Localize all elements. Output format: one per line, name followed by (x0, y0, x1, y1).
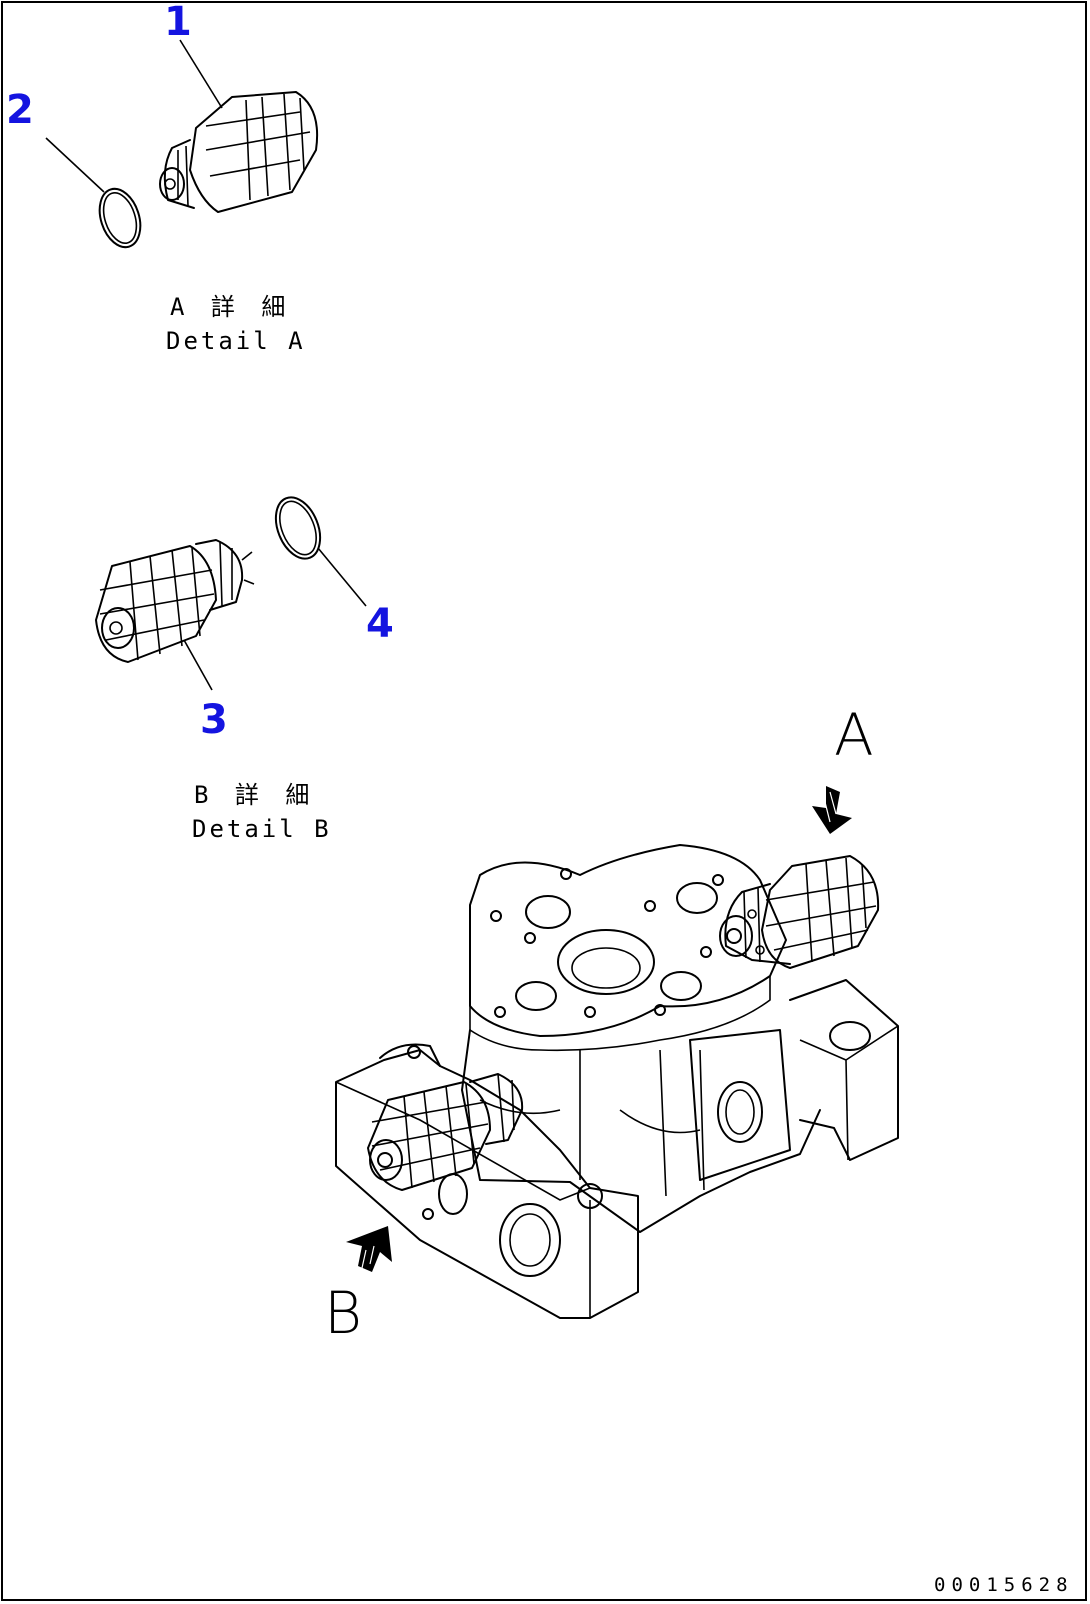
view-label-a: A (834, 701, 874, 769)
callout-1: 1 (164, 0, 192, 45)
view-arrow-b (346, 1226, 392, 1272)
part-1-valve-cartridge (159, 91, 319, 213)
valve-body-assembly (335, 844, 899, 1319)
leader-line-3 (183, 639, 213, 691)
part-3-valve-cartridge (95, 539, 255, 663)
detail-a-caption-jp: A 詳 細 (170, 293, 292, 321)
part-4-o-ring (274, 496, 322, 560)
detail-b-caption-en: Detail B (192, 815, 332, 843)
callout-3: 3 (200, 697, 228, 743)
detail-b-caption-jp: B 詳 細 (194, 781, 316, 809)
view-label-b: B (324, 1279, 362, 1347)
leader-line-4 (317, 547, 367, 607)
detail-a-caption-en: Detail A (166, 327, 306, 355)
drawing-number: 00015628 (934, 1574, 1074, 1596)
part-2-o-ring (98, 187, 142, 249)
callout-4: 4 (366, 601, 394, 647)
view-arrow-a (812, 786, 852, 834)
callout-2: 2 (6, 87, 34, 133)
leader-line-1 (179, 39, 223, 109)
leader-line-2 (45, 137, 105, 193)
